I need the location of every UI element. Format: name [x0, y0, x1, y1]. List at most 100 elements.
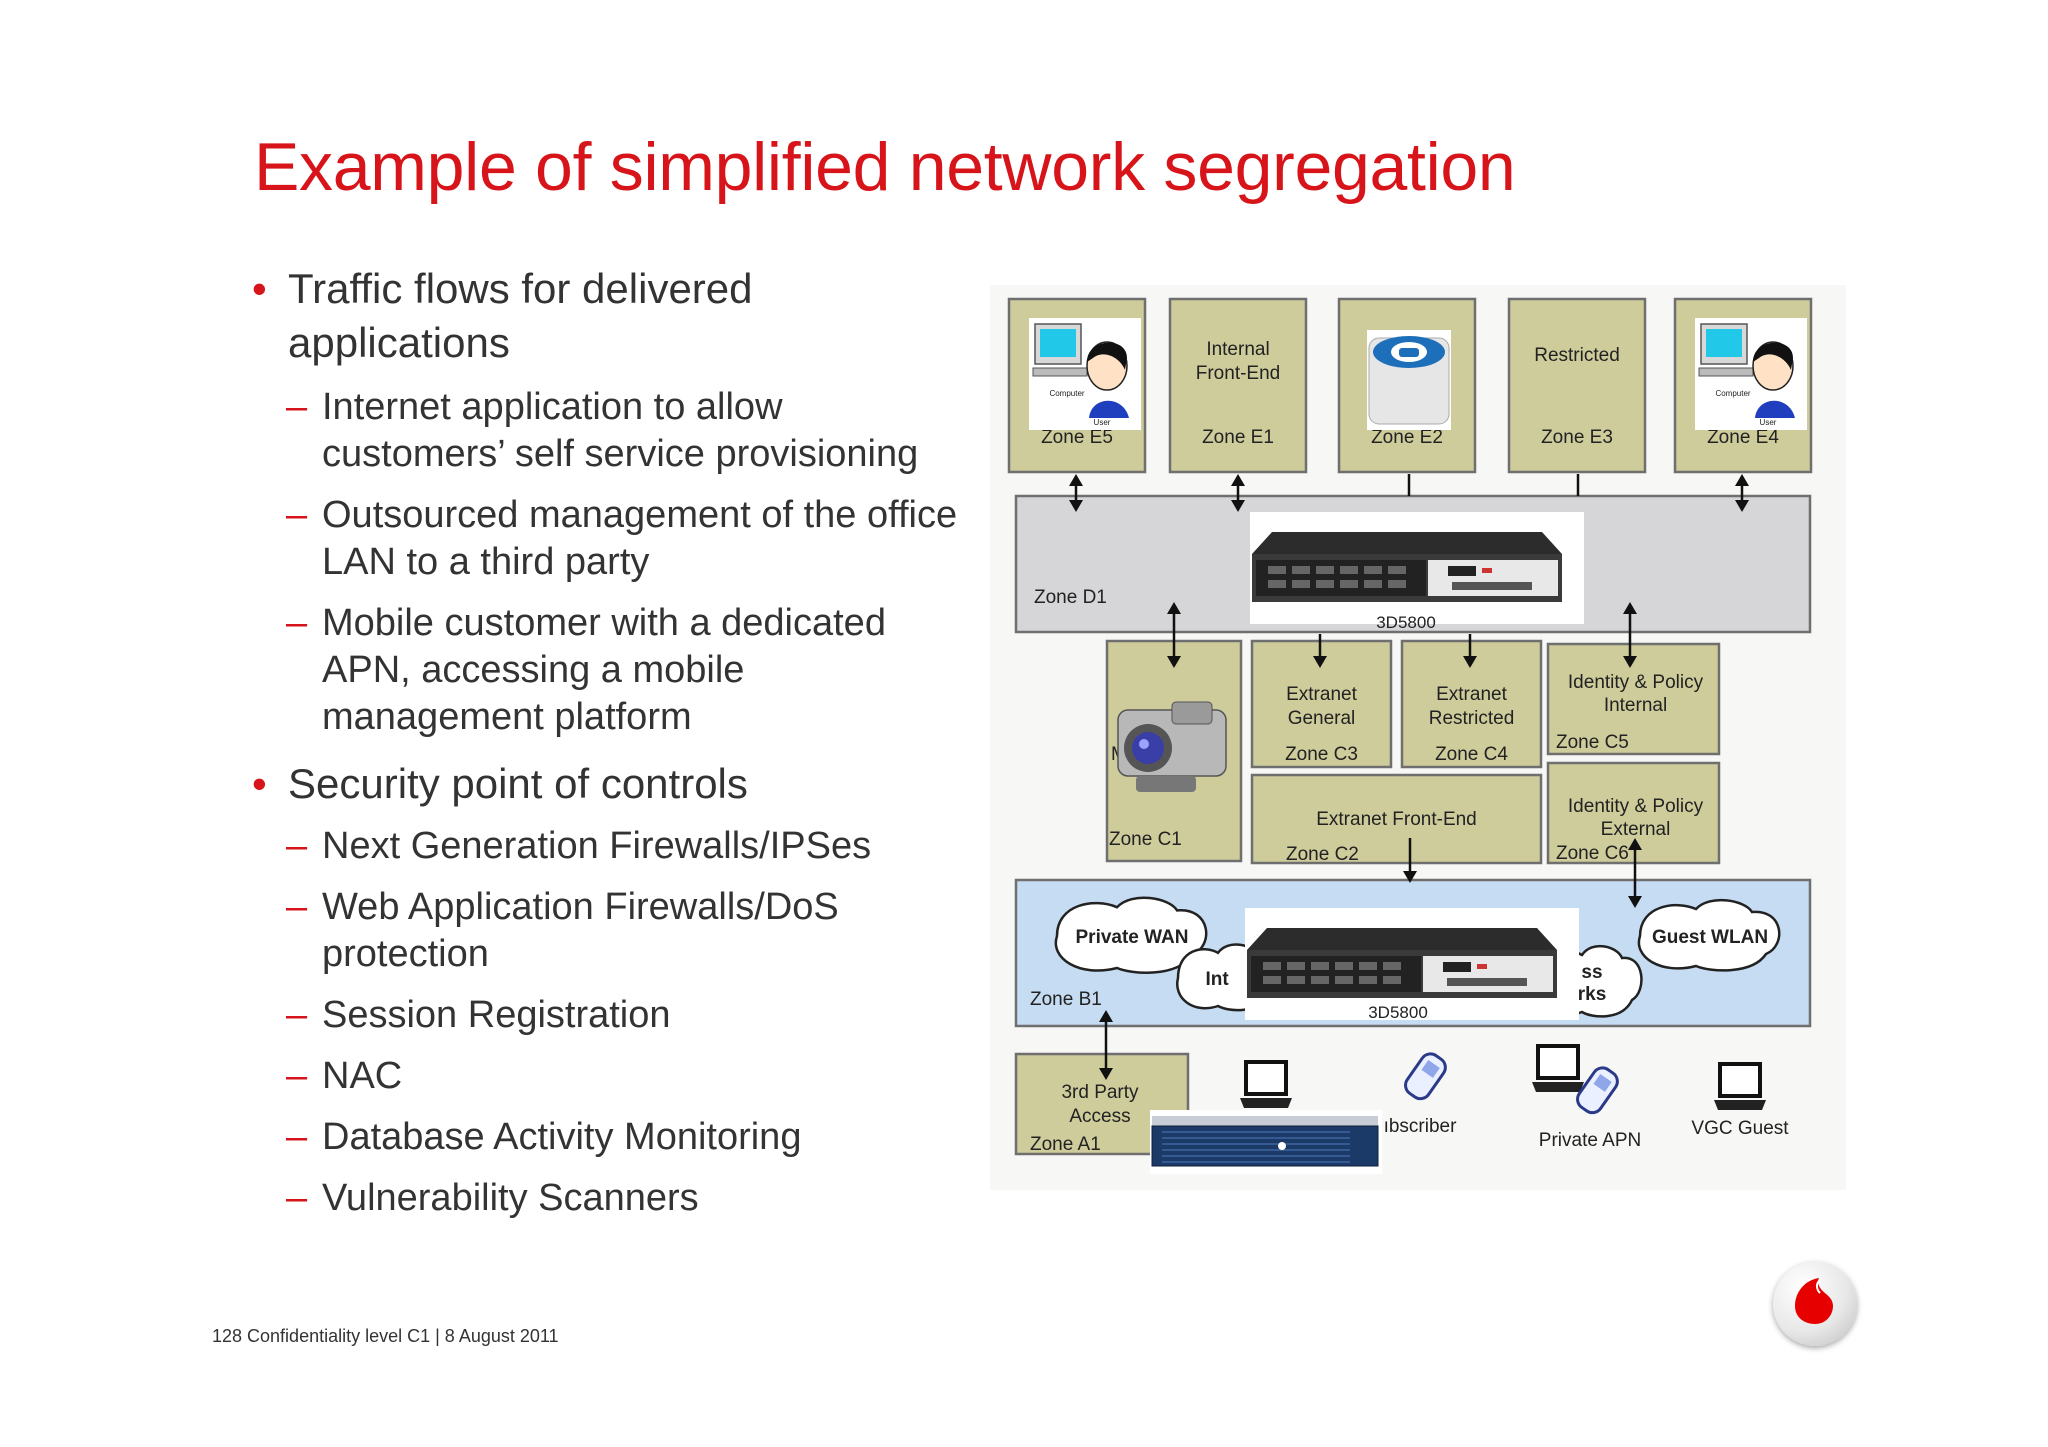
sub-bullet-item: –Mobile customer with a dedicated APN, a… — [252, 600, 972, 741]
icon-caption: Computer — [1715, 389, 1750, 398]
zone-name: Zone C1 — [1109, 829, 1182, 850]
dash-marker: – — [286, 602, 308, 644]
sub-bullet-item: –Outsourced management of the office LAN… — [252, 492, 972, 586]
zone-c-box — [1250, 773, 1543, 865]
dash-marker: – — [286, 386, 308, 428]
slide-title: Example of simplified network segregatio… — [254, 129, 1516, 205]
camcorder-icon — [1117, 701, 1227, 792]
zone-label: Front-End — [1196, 363, 1280, 384]
arrowhead-icon — [1069, 474, 1083, 486]
zone-label: Extranet — [1286, 684, 1357, 705]
zone-name: Zone C5 — [1556, 732, 1629, 753]
sub-bullet-text: NAC — [322, 1055, 403, 1097]
sub-bullet-text: Vulnerability Scanners — [322, 1177, 699, 1219]
bullet-item: Security point of controls — [252, 757, 972, 811]
dash-marker: – — [286, 1177, 308, 1219]
sub-bullet-text: Web Application Firewalls/DoS protection — [322, 886, 839, 975]
sub-bullet-text: Next Generation Firewalls/IPSes — [322, 825, 872, 867]
icon-caption: User — [1760, 418, 1777, 427]
appliance-label: 3D5800 — [1368, 1003, 1428, 1022]
zone-name: Zone C2 — [1286, 844, 1359, 865]
zone-name: Zone C3 — [1285, 744, 1358, 765]
vodafone-logo-icon — [1773, 1262, 1857, 1346]
dash-marker: – — [286, 994, 308, 1036]
database-icon — [1367, 330, 1451, 430]
zone-label: Access — [1069, 1106, 1130, 1127]
sub-bullet-item: –Next Generation Firewalls/IPSes — [252, 823, 972, 870]
dash-marker: – — [286, 494, 308, 536]
sub-bullet-item: –Web Application Firewalls/DoS protectio… — [252, 884, 972, 978]
zone-label: Extranet Front-End — [1316, 809, 1477, 830]
zone-c-box — [1546, 642, 1721, 756]
sub-bullet-item: –Session Registration — [252, 992, 972, 1039]
sub-bullet-text: Mobile customer with a dedicated APN, ac… — [322, 602, 886, 738]
laptop-icon — [1532, 1044, 1584, 1092]
mobile-phone-icon — [1404, 1052, 1447, 1101]
arrowhead-icon — [1735, 474, 1749, 486]
network-cloud-icon: Guest WLAN — [1637, 898, 1781, 972]
arrowhead-icon — [1623, 656, 1637, 668]
cloud-label: rks — [1578, 984, 1607, 1005]
zone-e-box — [1168, 297, 1308, 474]
appliance-label: 3D5800 — [1376, 613, 1436, 632]
zone-label: Identity & Policy — [1568, 796, 1704, 817]
zone-name: Zone E5 — [1041, 427, 1113, 448]
zone-name: Zone E3 — [1541, 427, 1613, 448]
zone-name: Zone C6 — [1556, 843, 1629, 864]
cloud-label: ss — [1581, 962, 1602, 983]
dash-marker: – — [286, 825, 308, 867]
arrowhead-icon — [1069, 500, 1083, 512]
icon-caption: User — [1094, 418, 1111, 427]
arrowhead-icon — [1099, 1068, 1113, 1080]
laptop-icon — [1240, 1060, 1292, 1108]
zone-name: Zone E4 — [1707, 427, 1779, 448]
bullet-item: Traffic flows for delivered applications — [252, 262, 972, 370]
dash-marker: – — [286, 1055, 308, 1097]
zone-label: Restricted — [1534, 345, 1620, 366]
zone-name: Zone D1 — [1034, 587, 1107, 608]
arrowhead-icon — [1231, 500, 1245, 512]
endpoint-label: ıbscriber — [1384, 1116, 1458, 1137]
arrowhead-icon — [1231, 474, 1245, 486]
zone-name: Zone E2 — [1371, 427, 1443, 448]
zone-label: Restricted — [1429, 708, 1515, 729]
icon-caption: Computer — [1049, 389, 1084, 398]
sub-bullet-text: Internet application to allow customers’… — [322, 386, 919, 475]
arrowhead-icon — [1099, 1010, 1113, 1022]
mobile-phone-icon — [1576, 1066, 1619, 1115]
zone-label: General — [1288, 708, 1356, 729]
sub-bullet-item: –Internet application to allow customers… — [252, 384, 972, 478]
cloud-label: Private WAN — [1076, 927, 1189, 948]
zone-name: Zone A1 — [1030, 1134, 1101, 1155]
arrowhead-icon — [1463, 656, 1477, 668]
dash-marker: – — [286, 886, 308, 928]
zone-e-box — [1507, 297, 1647, 474]
zone-label: Extranet — [1436, 684, 1507, 705]
zone-label: External — [1601, 819, 1671, 840]
arrowhead-icon — [1313, 656, 1327, 668]
endpoint-label: VGC Guest — [1691, 1118, 1789, 1139]
endpoint-label: Private APN — [1539, 1130, 1641, 1151]
firewall-appliance-icon — [1250, 512, 1584, 624]
sub-bullet-item: –Database Activity Monitoring — [252, 1114, 972, 1161]
sub-bullet-item: –Vulnerability Scanners — [252, 1175, 972, 1222]
arrowhead-icon — [1628, 838, 1642, 850]
arrowhead-icon — [1628, 896, 1642, 908]
bullet-list: Traffic flows for delivered applications… — [252, 262, 972, 1236]
cloud-label: Guest WLAN — [1652, 927, 1768, 948]
zone-name: Zone B1 — [1030, 989, 1102, 1010]
sub-bullet-item: –NAC — [252, 1053, 972, 1100]
arrowhead-icon — [1623, 602, 1637, 614]
zone-label: Internal — [1604, 695, 1667, 716]
arrowhead-icon — [1167, 656, 1181, 668]
footer: 128 Confidentiality level C1 | 8 August … — [212, 1326, 559, 1346]
zone-name: Zone E1 — [1202, 427, 1274, 448]
arrowhead-icon — [1167, 602, 1181, 614]
zone-name: Zone C4 — [1435, 744, 1508, 765]
arrowhead-icon — [1735, 500, 1749, 512]
zone-label: Internal — [1206, 339, 1269, 360]
arrowhead-icon — [1403, 871, 1417, 883]
